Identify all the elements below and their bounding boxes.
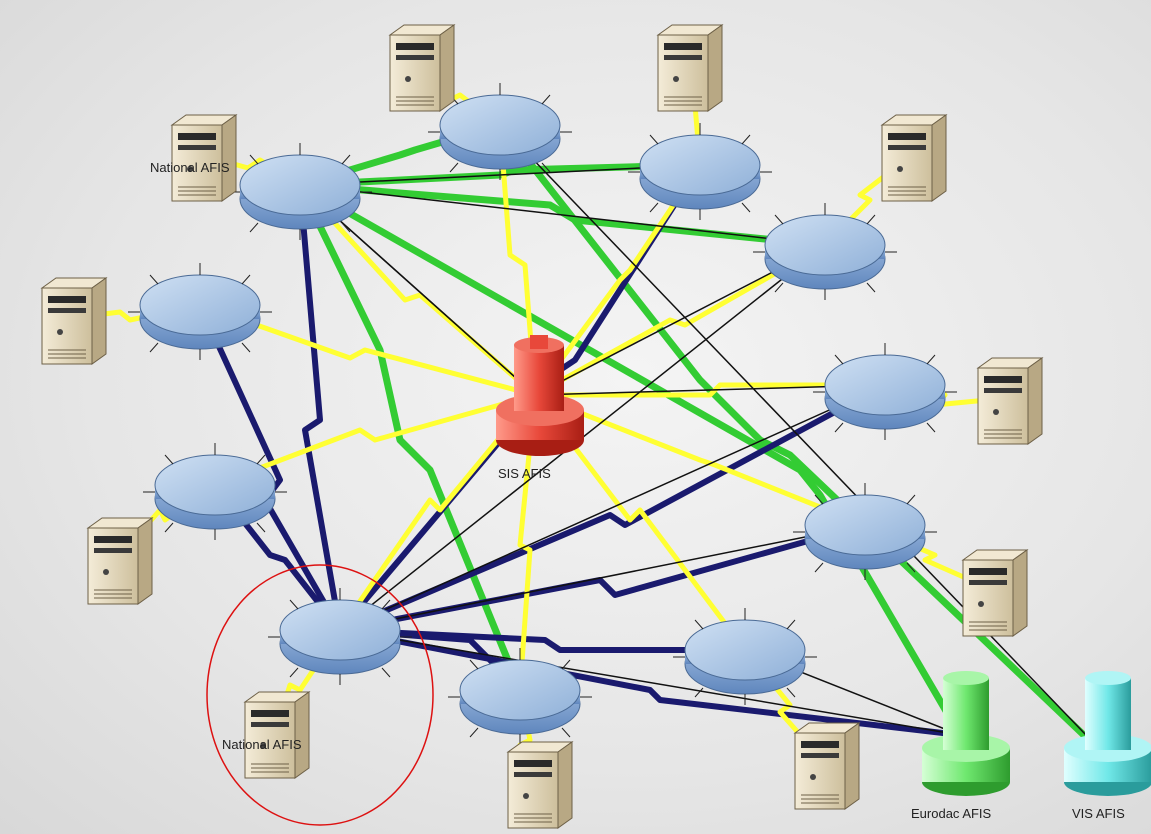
national-afis-label-top: National AFIS — [150, 160, 230, 175]
link — [298, 183, 537, 397]
network-disk-icon — [812, 342, 958, 441]
afis-hub-tower-icon — [1064, 671, 1151, 796]
central-afis-label: SIS AFIS — [498, 466, 551, 481]
server-tower-icon — [962, 549, 1028, 637]
network-disk-icon — [447, 647, 593, 746]
network-disk-icon — [267, 587, 413, 686]
link — [338, 382, 887, 633]
server-tower-icon — [657, 24, 723, 112]
link — [532, 163, 703, 397]
link — [199, 302, 536, 398]
server-tower-icon — [41, 277, 107, 365]
link — [339, 524, 866, 631]
link — [299, 184, 826, 246]
national-afis-label-bottom: National AFIS — [222, 737, 302, 752]
link — [297, 184, 343, 631]
link — [339, 522, 866, 633]
link — [214, 392, 536, 488]
link — [339, 629, 961, 736]
server-tower-icon — [244, 691, 310, 779]
afis-hub-tower-icon — [496, 335, 584, 456]
server-tower-icon — [171, 114, 237, 202]
network-disk-icon — [627, 122, 773, 221]
link — [533, 242, 827, 398]
server-tower-icon — [507, 741, 573, 829]
vis-afis-label: VIS AFIS — [1072, 806, 1125, 821]
server-tower-icon — [794, 722, 860, 810]
link — [339, 627, 745, 653]
server-tower-icon — [389, 24, 455, 112]
network-disk-icon — [127, 262, 273, 361]
link — [299, 181, 826, 249]
eurodac-afis-label: Eurodac AFIS — [911, 806, 992, 821]
link — [298, 181, 964, 737]
network-disk-icon — [792, 482, 938, 581]
link — [533, 393, 747, 652]
server-tower-icon — [87, 517, 153, 605]
link — [296, 183, 524, 692]
link — [337, 393, 537, 632]
server-tower-icon — [881, 114, 947, 202]
link — [499, 124, 1111, 761]
link — [497, 124, 538, 396]
link — [534, 392, 866, 528]
network-disk-icon — [142, 442, 288, 541]
link — [339, 384, 886, 631]
server-tower-icon — [977, 357, 1043, 445]
link — [339, 627, 961, 738]
afis-hub-tower-icon — [922, 671, 1010, 796]
network-disk-icon — [227, 142, 373, 241]
highlight-circle — [206, 564, 434, 826]
